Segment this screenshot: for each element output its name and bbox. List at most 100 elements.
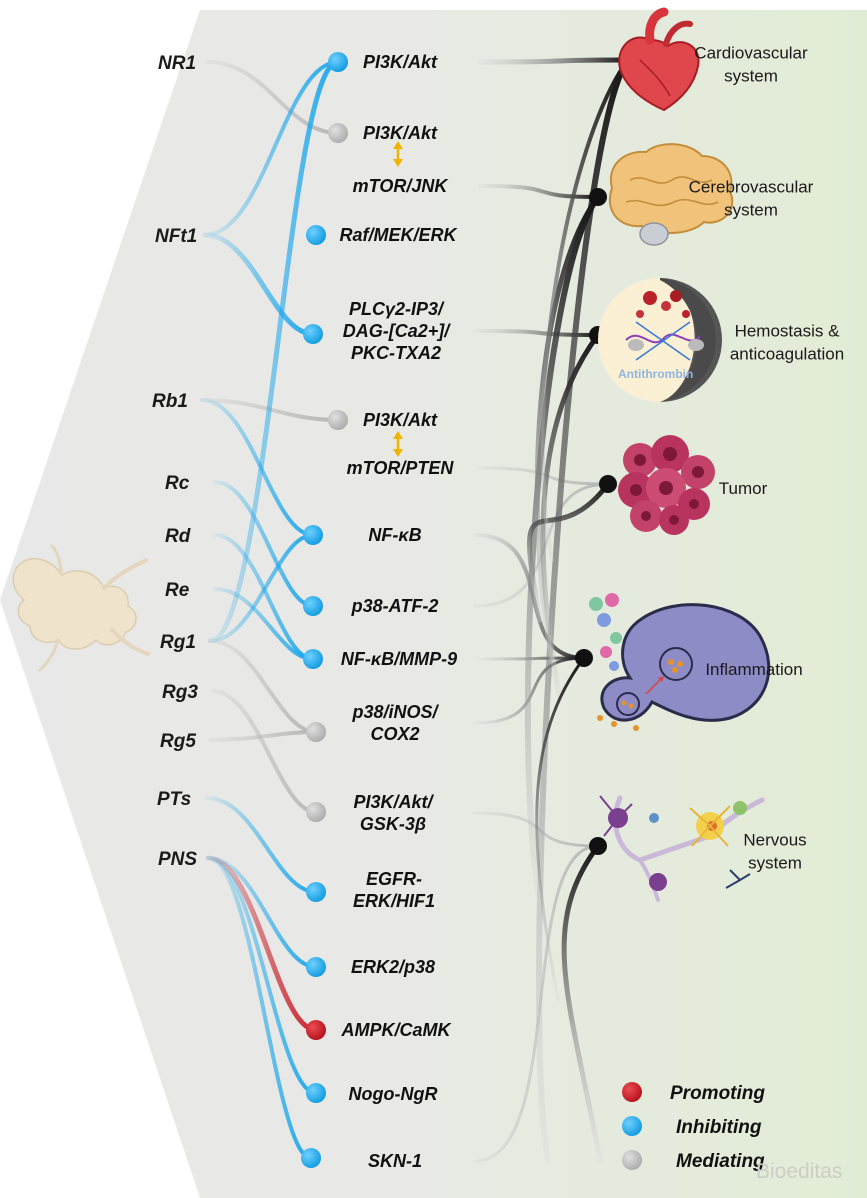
pathway-label: PI3K/Akt — [363, 410, 438, 430]
link-inhibiting — [206, 856, 318, 1095]
connector — [561, 843, 603, 1163]
system-hub-dot — [589, 188, 607, 206]
ingredient-label-pns: PNS — [158, 849, 197, 870]
pathway-label: mTOR/JNK — [353, 176, 450, 196]
neurons-icon — [599, 795, 765, 902]
heart-icon — [618, 7, 700, 112]
antithrombin-label: Antithrombin — [618, 367, 693, 381]
ingredient-label-rg5: Rg5 — [160, 731, 196, 752]
system-label-tumor: Tumor — [719, 479, 768, 498]
node-mediating — [306, 802, 326, 822]
node-inhibiting — [306, 1083, 326, 1103]
pathway-label: Nogo-NgR — [349, 1084, 438, 1104]
link-mediating — [208, 639, 318, 734]
pathway-label: AMPK/CaMK — [340, 1020, 452, 1040]
system-label-inflammation: Inflammation — [705, 660, 802, 679]
pathway-label: NF-κB/MMP-9 — [341, 649, 457, 669]
ingredient-label-rb1: Rb1 — [152, 391, 188, 412]
node-inhibiting — [306, 957, 326, 977]
watermark: Bioeditas — [756, 1160, 842, 1183]
node-inhibiting — [328, 52, 348, 72]
system-hub-dot — [599, 475, 617, 493]
connector — [477, 656, 586, 661]
pathway-label: Raf/MEK/ERK — [339, 225, 458, 245]
node-mediating — [328, 410, 348, 430]
double-arrow-icon — [393, 431, 403, 457]
connector — [536, 57, 631, 1163]
legend-promoting: Promoting — [567, 1082, 765, 1104]
ingredient-label-rc: Rc — [165, 473, 190, 494]
macrophage-icon — [589, 593, 771, 731]
link-mediating — [208, 730, 318, 742]
node-inhibiting — [301, 1148, 321, 1168]
pathway-label: NF-κB — [368, 525, 421, 545]
pathway-label: ERK2/p38 — [351, 957, 435, 977]
connectors-layer — [471, 51, 637, 1163]
legend-inhibiting: Inhibiting — [567, 1116, 762, 1138]
link-inhibiting — [205, 796, 318, 894]
link-mediating — [200, 398, 340, 422]
ingredient-label-re: Re — [165, 580, 190, 601]
connector — [540, 58, 630, 562]
legend-label-mediating: Mediating — [676, 1151, 765, 1172]
system-hub-dot — [575, 649, 593, 667]
pathway-label: p38/iNOS/COX2 — [351, 702, 439, 744]
ingredient-label-rd: Rd — [165, 526, 191, 547]
node-inhibiting — [306, 882, 326, 902]
link-inhibiting — [213, 587, 315, 661]
node-mediating — [306, 722, 326, 742]
link-inhibiting — [207, 59, 341, 644]
connector — [527, 481, 611, 623]
system-label-hemostasis: Hemostasis &anticoagulation — [730, 322, 844, 364]
legend-mediating: Mediating — [567, 1150, 765, 1172]
link-inhibiting — [213, 533, 315, 661]
system-hub-dot — [589, 837, 607, 855]
links-layer — [200, 59, 341, 1160]
legend: Promoting Inhibiting Mediating — [567, 1082, 765, 1172]
connector — [535, 656, 586, 1002]
pathway-label: PI3K/Akt — [363, 52, 438, 72]
antithrombin-icon — [598, 278, 722, 402]
legend-label-promoting: Promoting — [670, 1083, 765, 1104]
pathway-labels: PI3K/AktPI3K/AktmTOR/JNKRaf/MEK/ERKPLCγ2… — [339, 52, 458, 1171]
ginseng-root-icon — [12, 544, 150, 672]
connector — [534, 194, 601, 663]
nodes-layer — [301, 52, 348, 1168]
link-inhibiting — [202, 232, 316, 337]
ingredient-label-nft1: NFt1 — [155, 226, 197, 247]
pathway-label: PI3K/Akt — [363, 123, 438, 143]
node-promoting — [306, 1020, 326, 1040]
node-inhibiting — [303, 324, 323, 344]
ingredient-label-rg3: Rg3 — [162, 682, 198, 703]
link-inhibiting — [206, 856, 313, 1160]
link-inhibiting — [203, 60, 340, 237]
node-inhibiting — [303, 525, 323, 545]
link-inhibiting — [208, 533, 315, 643]
brain-icon — [609, 143, 734, 246]
link-mediating — [206, 60, 340, 135]
node-inhibiting — [303, 596, 323, 616]
connector — [473, 656, 586, 725]
link-mediating — [210, 689, 318, 814]
connector — [477, 57, 631, 65]
node-inhibiting — [306, 225, 326, 245]
ingredient-label-rg1: Rg1 — [160, 632, 196, 653]
pathway-label: PI3K/Akt/GSK-3β — [353, 792, 434, 834]
node-mediating — [328, 123, 348, 143]
legend-label-inhibiting: Inhibiting — [676, 1117, 762, 1138]
ingredient-label-nr1: NR1 — [158, 53, 196, 74]
pathway-label: mTOR/PTEN — [347, 458, 455, 478]
double-arrow-icon — [393, 141, 403, 167]
pathway-label: p38-ATF-2 — [351, 596, 439, 616]
node-inhibiting — [303, 649, 323, 669]
pathway-label: EGFR-ERK/HIF1 — [353, 869, 435, 911]
ingredient-label-pts: PTs — [157, 789, 191, 810]
pathway-label: PLCγ2-IP3/DAG-[Ca2+]/PKC-TXA2 — [343, 299, 452, 363]
